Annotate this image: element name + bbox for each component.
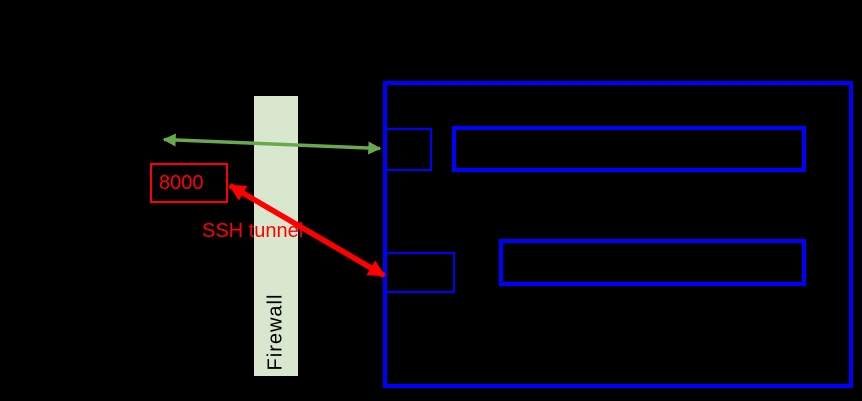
server-port-box-bottom — [385, 252, 455, 293]
server-inner-box-bottom — [499, 239, 806, 286]
local-port-label: 8000 — [159, 172, 204, 194]
ssh-tunnel-label: SSH tunnel — [202, 220, 304, 242]
server-port-box-top — [385, 128, 432, 171]
server-inner-box-top — [452, 126, 806, 172]
local-port-box: 8000 — [150, 163, 228, 203]
firewall-label: Firewall — [264, 293, 287, 371]
